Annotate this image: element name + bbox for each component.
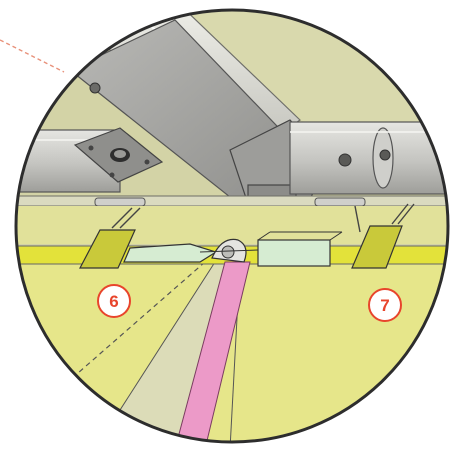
callout-7: 7 <box>368 288 402 322</box>
lens-outline <box>14 8 450 444</box>
mounting-plate <box>73 127 164 183</box>
right-strap <box>351 203 415 269</box>
callout-6-label: 6 <box>109 292 118 311</box>
pad-right <box>257 231 343 267</box>
callout-6: 6 <box>97 284 131 318</box>
left-strap <box>79 207 141 269</box>
leader-line <box>0 39 65 73</box>
center-clip <box>199 238 259 263</box>
right-tube <box>289 121 448 195</box>
callout-7-label: 7 <box>380 296 389 315</box>
pad-left <box>123 243 218 263</box>
